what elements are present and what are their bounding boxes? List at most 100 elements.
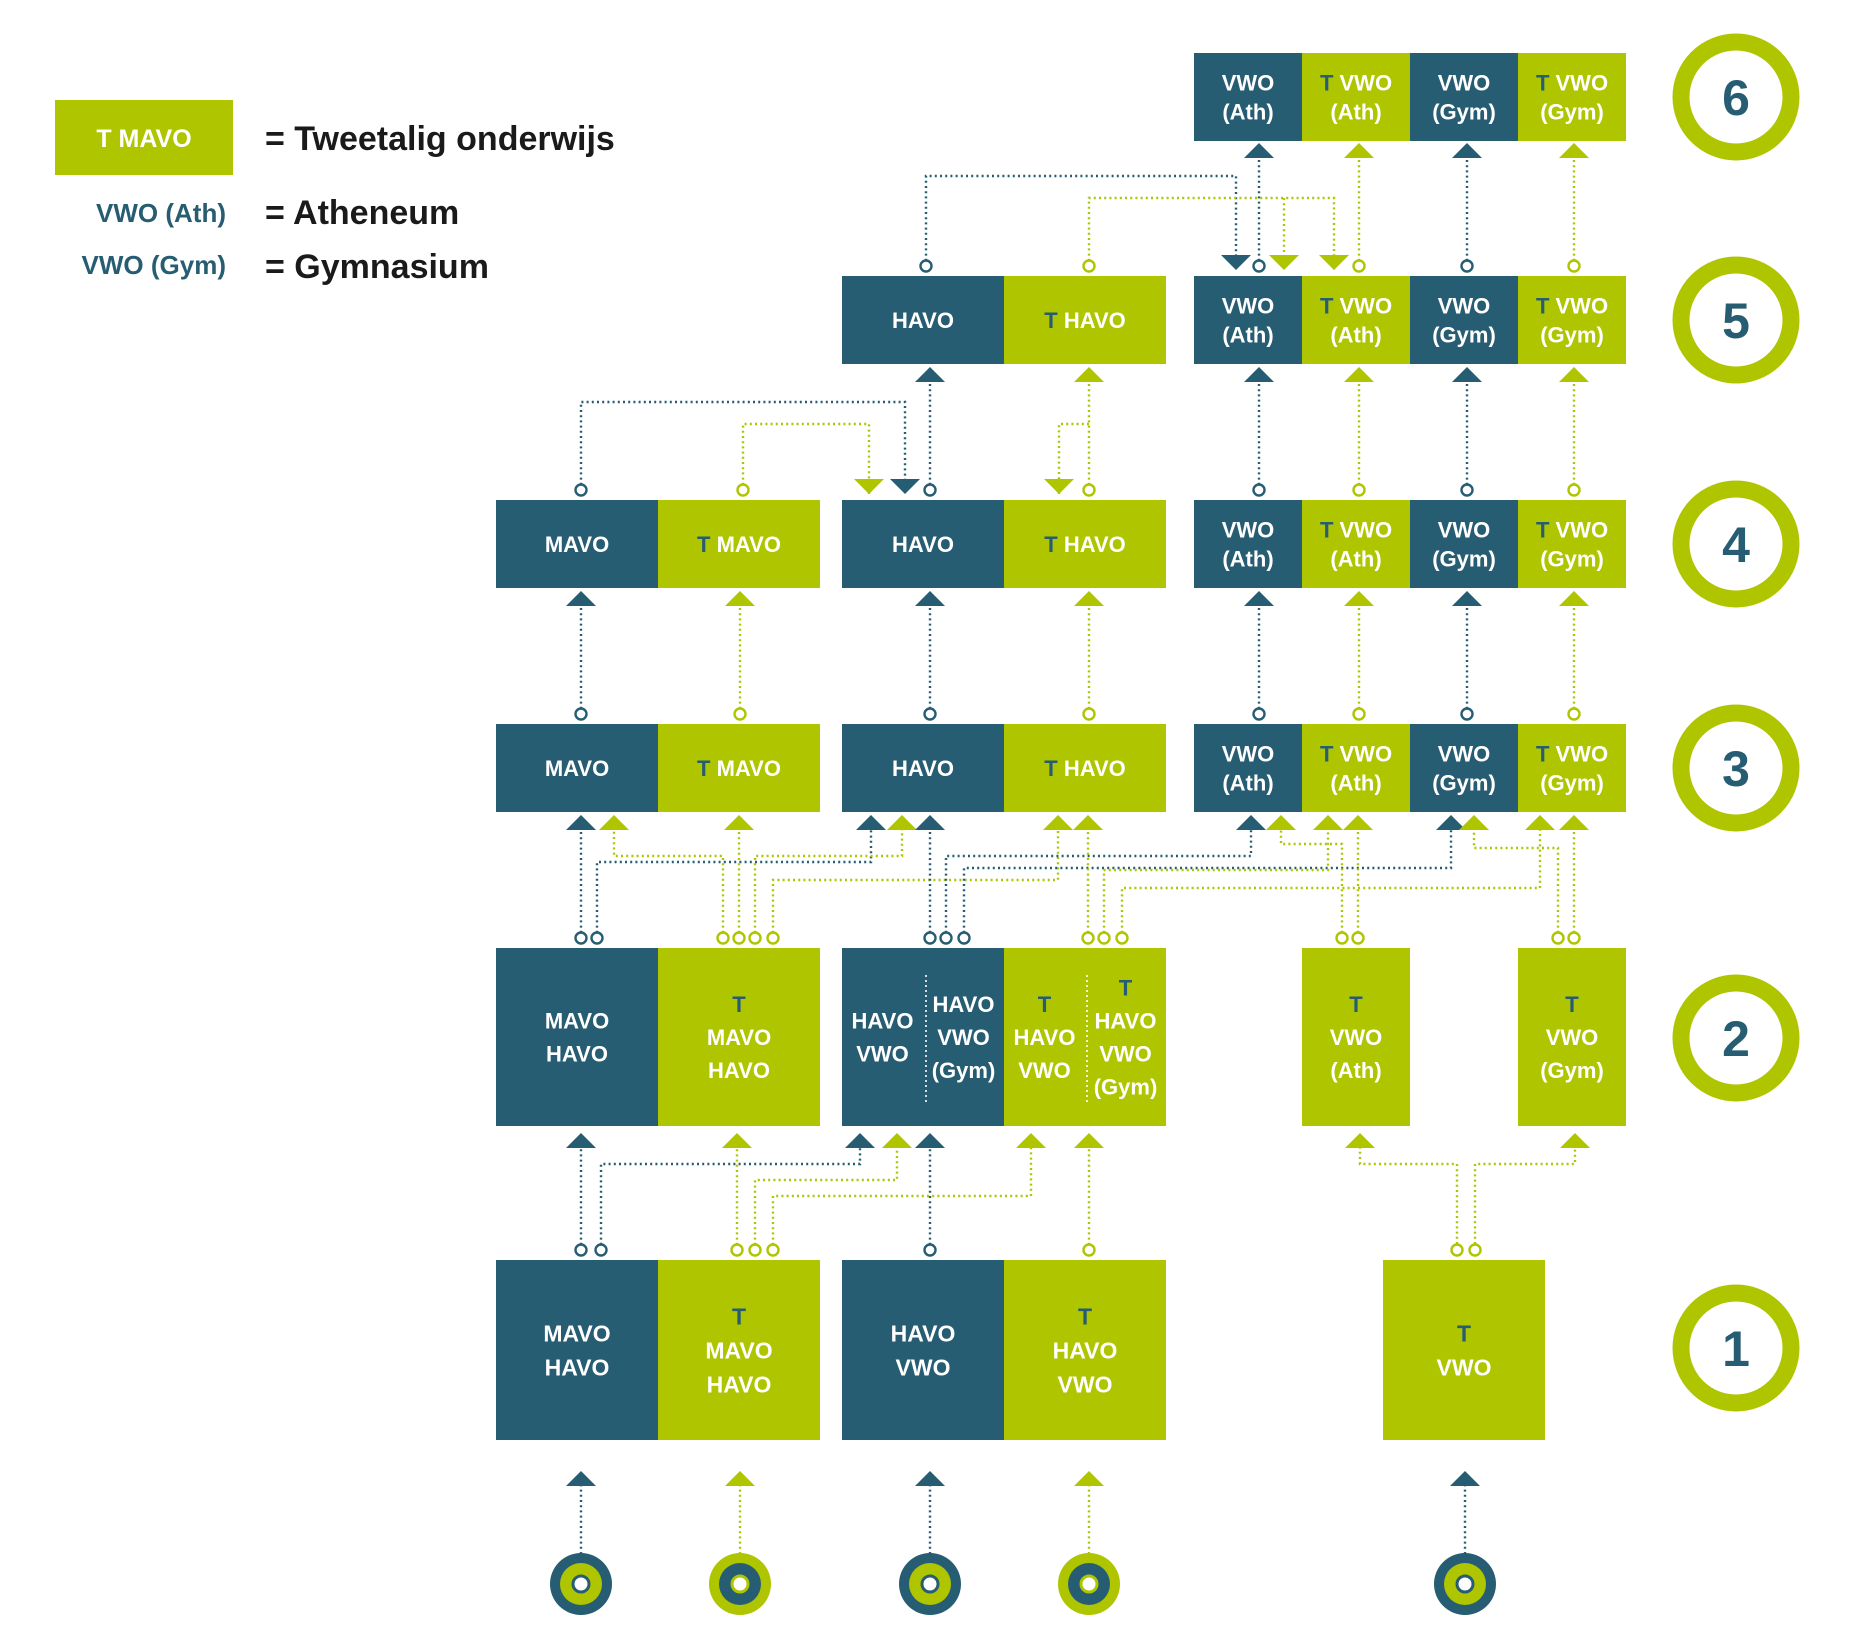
- connector: [1087, 196, 1336, 270]
- legend-key-gym: VWO (Gym): [82, 250, 226, 280]
- year2-box-label: T: [1038, 992, 1052, 1017]
- arrow-up: [724, 815, 754, 830]
- connector-start: [730, 1243, 744, 1257]
- year4-box-label: VWO: [1222, 517, 1275, 542]
- year2-box: [923, 948, 1004, 1126]
- year6-box-label: (Gym): [1540, 99, 1604, 124]
- arrow-up: [1016, 1133, 1046, 1148]
- arrow-up: [1043, 815, 1073, 830]
- connector-start: [574, 483, 588, 497]
- connector-start: [1460, 483, 1474, 497]
- year6-box-label: T VWO: [1320, 70, 1392, 95]
- year6-box: [1194, 53, 1302, 141]
- year5-box: [1004, 276, 1166, 364]
- year-ring: [1672, 1284, 1800, 1412]
- connector: [741, 422, 871, 494]
- year4-box-label: (Ath): [1222, 546, 1273, 571]
- legend-eq-tto: = Tweetalig onderwijs: [265, 120, 615, 158]
- year4-box: [1410, 500, 1518, 588]
- connector-start: [1252, 259, 1266, 273]
- year5-box-label: VWO: [1438, 293, 1491, 318]
- connector-start: [590, 931, 604, 945]
- year6-box: [1302, 53, 1410, 141]
- connector-start: [939, 931, 953, 945]
- connector-lines: [566, 143, 1590, 1580]
- connector: [771, 830, 1060, 938]
- connector-start: [923, 931, 937, 945]
- year4-box-label: MAVO: [545, 532, 609, 557]
- year4-box-label: T VWO: [1536, 517, 1608, 542]
- year6-box-label: (Ath): [1222, 99, 1273, 124]
- year1-box-label: VWO: [1058, 1371, 1113, 1397]
- arrow-up: [1073, 815, 1103, 830]
- year-number: 2: [1722, 1011, 1750, 1067]
- year3-box-label: VWO: [1438, 741, 1491, 766]
- year2-box-label: (Gym): [1540, 1058, 1604, 1083]
- arrow-up: [1236, 815, 1266, 830]
- start-target-center: [730, 1574, 750, 1594]
- year4-box: [1194, 500, 1302, 588]
- arrow-down: [1319, 255, 1349, 270]
- connector-start: [1335, 931, 1349, 945]
- connector: [599, 1148, 862, 1250]
- arrow-down: [1221, 255, 1251, 270]
- year2-box-label: HAVO: [546, 1041, 608, 1066]
- year5-box-label: VWO: [1222, 293, 1275, 318]
- connector-start: [1468, 1243, 1482, 1257]
- legend: T MAVO = Tweetalig onderwijs VWO (Ath) =…: [55, 100, 615, 286]
- arrow-up: [915, 815, 945, 830]
- arrow-up: [566, 591, 596, 606]
- arrow-up: [1559, 143, 1589, 158]
- year-number: 3: [1722, 741, 1750, 797]
- year2-box: [658, 948, 820, 1126]
- year1-box-label: HAVO: [891, 1320, 956, 1346]
- start-target-center: [571, 1574, 591, 1594]
- connector: [612, 830, 725, 938]
- year5-box-label: T HAVO: [1044, 308, 1126, 333]
- year2-box-label: VWO: [937, 1025, 990, 1050]
- year2-box-label: (Gym): [1094, 1074, 1158, 1099]
- arrow-up: [1313, 815, 1343, 830]
- year4-box-label: (Gym): [1540, 546, 1604, 571]
- connector-start: [1115, 931, 1129, 945]
- connector-start: [923, 1243, 937, 1257]
- connector-start: [1460, 707, 1474, 721]
- connector-start: [923, 707, 937, 721]
- arrow-up: [1244, 591, 1274, 606]
- year2-box-label: (Ath): [1330, 1058, 1381, 1083]
- year5-box-label: (Ath): [1330, 322, 1381, 347]
- arrow-up: [1344, 367, 1374, 382]
- year2-box-label: VWO: [1018, 1058, 1071, 1083]
- connector-start: [1567, 931, 1581, 945]
- year-ring: [1672, 480, 1800, 608]
- year2-box-label: T: [732, 992, 746, 1017]
- year6-box-label: T VWO: [1536, 70, 1608, 95]
- arrow-up: [1244, 367, 1274, 382]
- year5-box-label: (Gym): [1540, 322, 1604, 347]
- connector-start: [1352, 483, 1366, 497]
- year1-box-label: VWO: [1437, 1354, 1492, 1380]
- year4-box-label: VWO: [1438, 517, 1491, 542]
- year5-box-label: (Ath): [1222, 322, 1273, 347]
- connector-start: [736, 483, 750, 497]
- arrow-up: [1525, 815, 1555, 830]
- year2-box: [1004, 948, 1085, 1126]
- arrow-up: [1459, 815, 1489, 830]
- arrow-up: [915, 591, 945, 606]
- connector-start: [919, 259, 933, 273]
- connector: [1120, 830, 1542, 938]
- connector-start: [1252, 707, 1266, 721]
- legend-swatch: [55, 100, 233, 175]
- arrow-down: [854, 479, 884, 494]
- arrow-up: [1344, 591, 1374, 606]
- connector-start: [1082, 259, 1096, 273]
- year1-box-label: T: [732, 1303, 746, 1329]
- arrow-up: [915, 1133, 945, 1148]
- year5-box-label: HAVO: [892, 308, 954, 333]
- year3-box-label: HAVO: [892, 756, 954, 781]
- year5-box: [1194, 276, 1302, 364]
- arrow-up: [1074, 1133, 1104, 1148]
- year3-box-label: T MAVO: [697, 756, 781, 781]
- connector-start: [1097, 931, 1111, 945]
